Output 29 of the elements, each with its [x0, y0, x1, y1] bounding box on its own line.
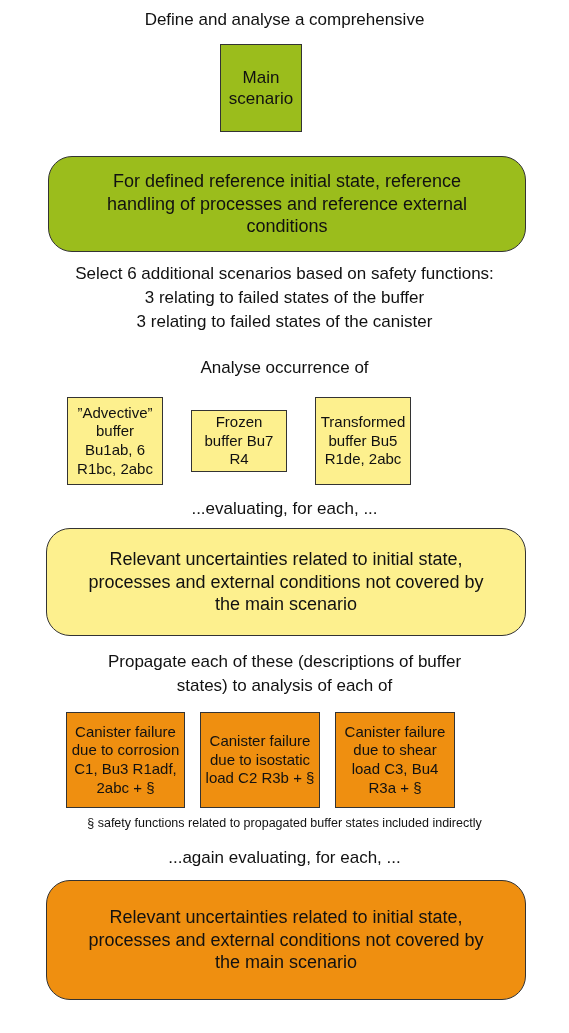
box-label: Main scenario [227, 66, 295, 110]
box-label: ”Advective” buffer Bu1ab, 6 R1bc, 2abc [76, 403, 154, 479]
box-label: Canister failure due to corrosion C1, Bu3 R1adf, 2abc + § [71, 722, 180, 798]
uncertainty-box [46, 880, 526, 1000]
box-label: Transformed buffer Bu5 R1de, 2abc [320, 412, 406, 470]
scenario-box [200, 712, 320, 808]
uncertainty-box [46, 528, 526, 636]
caption-text: Propagate each of these (descriptions of buffer states) to analysis of each of [106, 651, 463, 697]
box-label: For defined reference initial state, reference handling of processes and reference external conditions [105, 170, 469, 238]
caption-text: 3 relating to failed states of the canister [135, 311, 434, 333]
caption-text: ...again evaluating, for each, ... [167, 847, 402, 869]
box-label: Canister failure due to isostatic load C2 R3b + § [205, 731, 315, 789]
box-label: Relevant uncertainties related to initial state, processes and external conditions not covered by the main scenario [87, 906, 485, 974]
footnote: § safety functions related to propagated buffer states included indirectly [86, 815, 483, 832]
scenario-box [48, 156, 526, 252]
scenario-box [66, 712, 185, 808]
scenario-box [335, 712, 455, 808]
box-label: Frozen buffer Bu7 R4 [203, 412, 275, 470]
scenario-box [220, 44, 302, 132]
caption-text: Define and analyse a comprehensive [143, 9, 426, 31]
scenario-box [67, 397, 163, 485]
box-label: Canister failure due to shear load C3, Bu4 R3a + § [343, 722, 447, 798]
caption-text: ...evaluating, for each, ... [190, 498, 379, 520]
box-label: Relevant uncertainties related to initial state, processes and external conditions not covered by the main scenario [87, 548, 485, 616]
caption-text: Analyse occurrence of [199, 357, 370, 379]
scenario-box [191, 410, 287, 472]
caption-text: 3 relating to failed states of the buffer [143, 287, 426, 309]
scenario-box [315, 397, 411, 485]
caption-text: Select 6 additional scenarios based on safety functions: [74, 263, 495, 285]
